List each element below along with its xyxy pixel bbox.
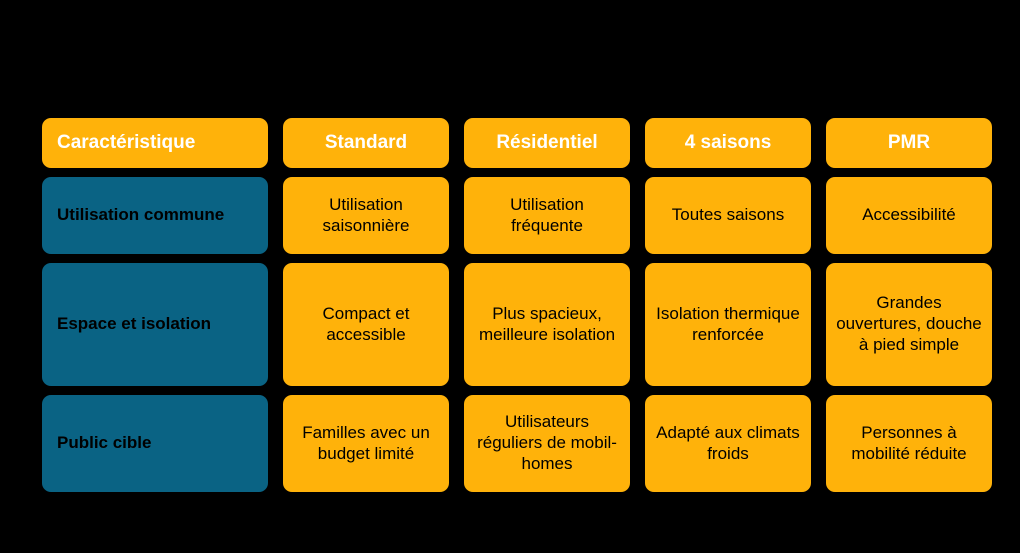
table-row: Public cible Familles avec un budget lim… <box>42 395 992 492</box>
table-cell: Personnes à mobilité réduite <box>826 395 992 492</box>
row-label-utilisation-commune: Utilisation commune <box>42 177 268 254</box>
table-header-cell-pmr: PMR <box>826 118 992 168</box>
table-header-cell-residentiel: Résidentiel <box>464 118 630 168</box>
table-cell: Utilisateurs réguliers de mobil-homes <box>464 395 630 492</box>
table-header-row: Caractéristique Standard Résidentiel 4 s… <box>42 118 992 168</box>
table-cell: Isolation thermique renforcée <box>645 263 811 386</box>
table-cell: Accessibilité <box>826 177 992 254</box>
table-cell: Utilisation fréquente <box>464 177 630 254</box>
row-label-espace-et-isolation: Espace et isolation <box>42 263 268 386</box>
comparison-table: Caractéristique Standard Résidentiel 4 s… <box>42 118 992 492</box>
table-cell: Compact et accessible <box>283 263 449 386</box>
table-cell: Familles avec un budget limité <box>283 395 449 492</box>
table-header-cell-standard: Standard <box>283 118 449 168</box>
table-cell: Plus spacieux, meilleure isolation <box>464 263 630 386</box>
table-header-cell-4-saisons: 4 saisons <box>645 118 811 168</box>
table-cell: Grandes ouvertures, douche à pied simple <box>826 263 992 386</box>
table-cell: Adapté aux climats froids <box>645 395 811 492</box>
table-cell: Utilisation saisonnière <box>283 177 449 254</box>
table-header-cell-caracteristique: Caractéristique <box>42 118 268 168</box>
row-label-public-cible: Public cible <box>42 395 268 492</box>
table-cell: Toutes saisons <box>645 177 811 254</box>
table-row: Espace et isolation Compact et accessibl… <box>42 263 992 386</box>
table-row: Utilisation commune Utilisation saisonni… <box>42 177 992 254</box>
